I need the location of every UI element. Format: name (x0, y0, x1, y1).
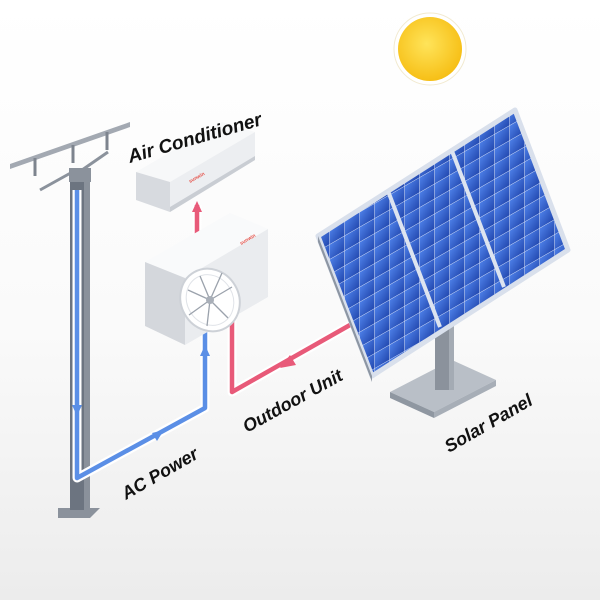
sun-icon (393, 12, 467, 86)
air-conditioner-unit: sunwin (136, 122, 255, 212)
outdoor-unit: sunwin (145, 213, 268, 345)
ac-power-line (72, 190, 210, 483)
fan-grille-icon (179, 267, 241, 333)
solar-panel (315, 107, 571, 418)
